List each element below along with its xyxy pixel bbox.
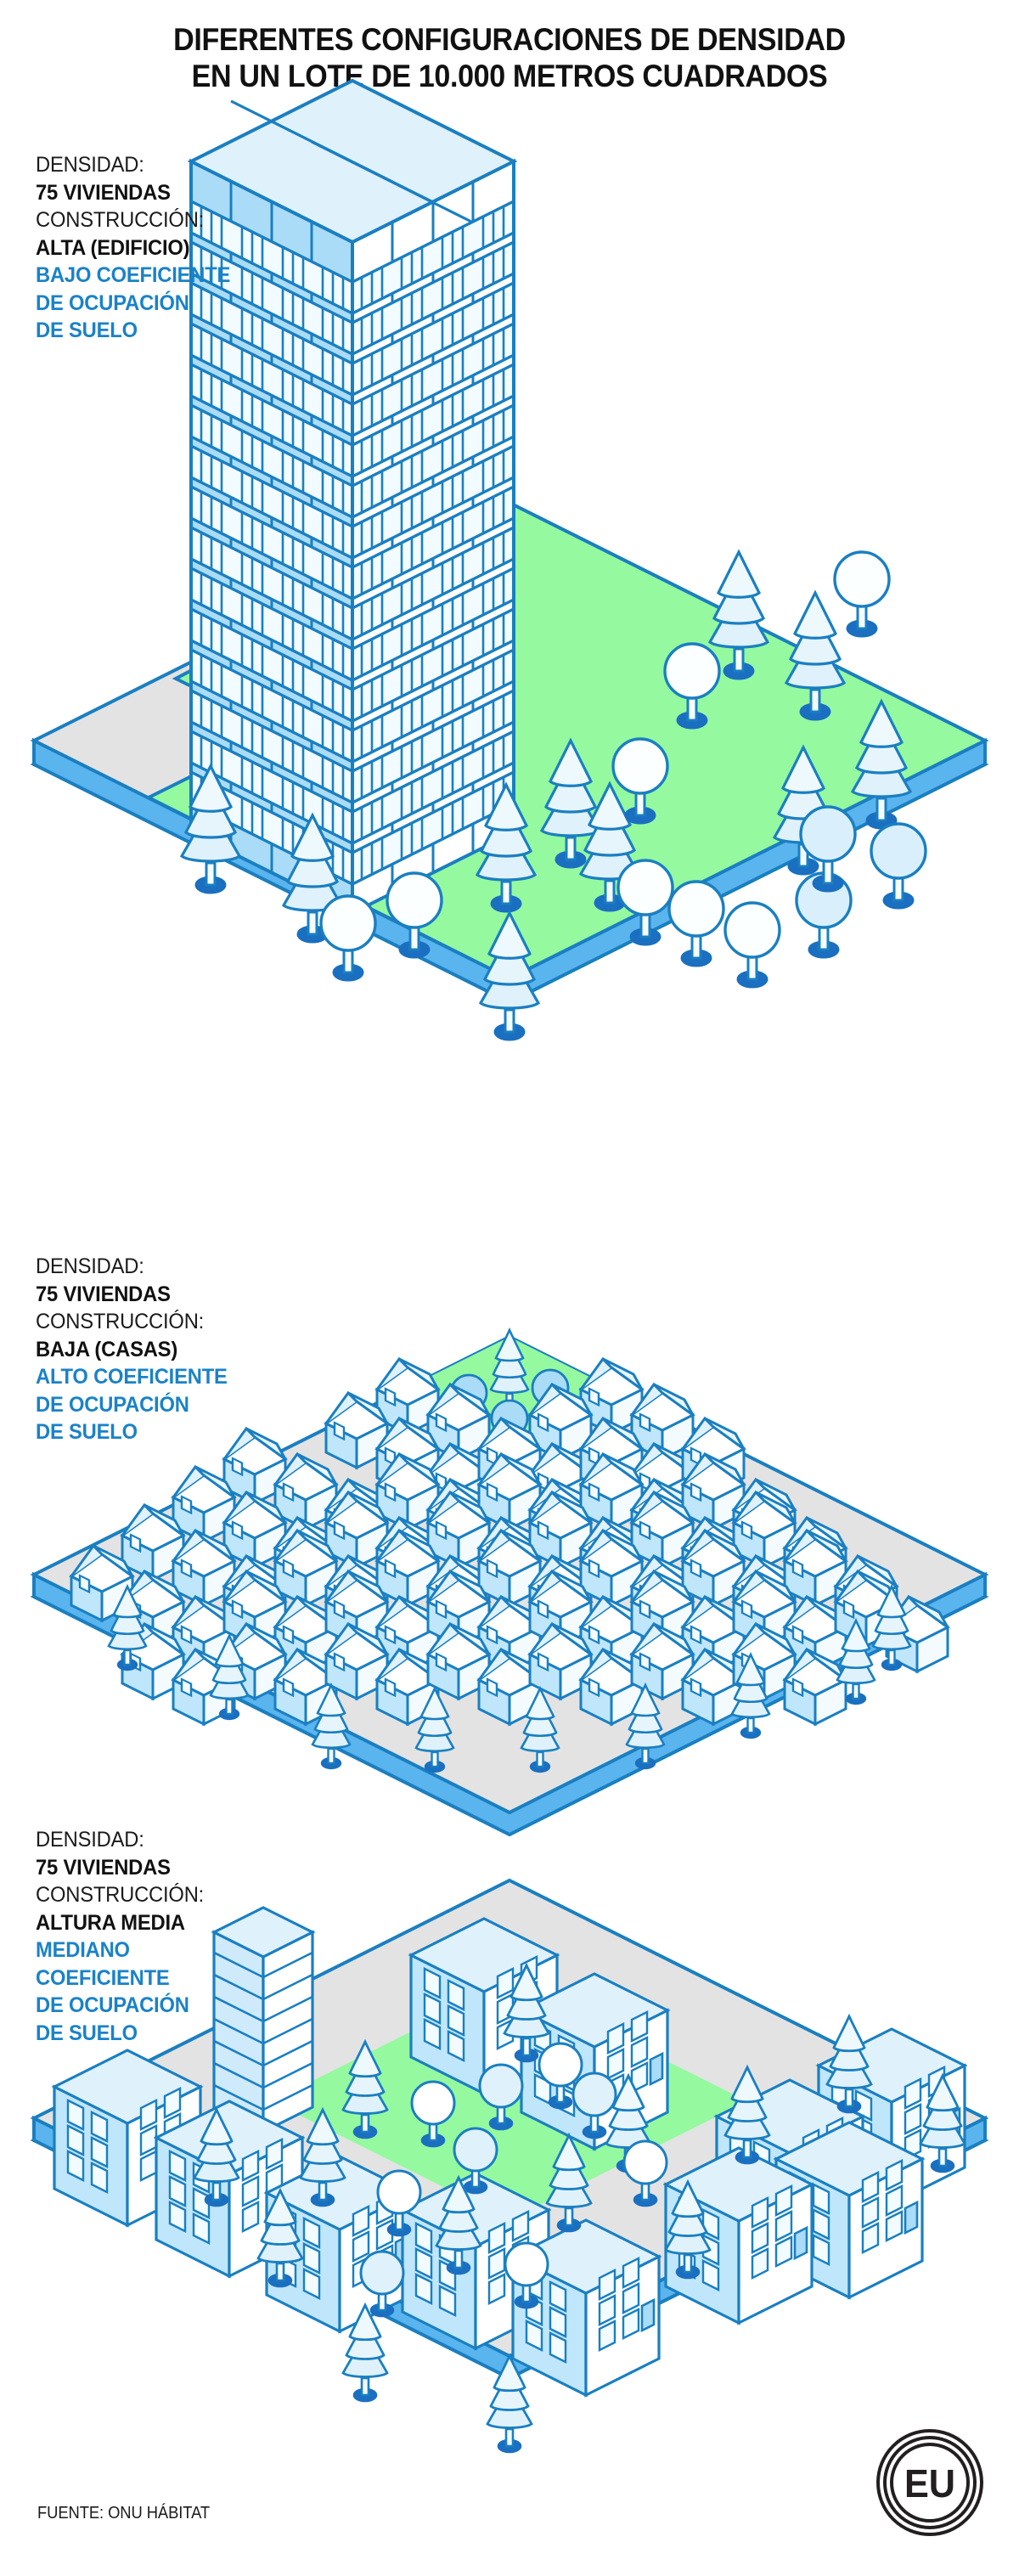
construction-label: CONSTRUCCIÓN: — [36, 208, 205, 232]
coefficient-line-3: DE SUELO — [36, 1420, 138, 1444]
density-label: DENSIDAD: — [36, 1254, 144, 1278]
coefficient-line-1: BAJO COEFICIENTE — [36, 263, 231, 287]
panel-houses: DENSIDAD: 75 VIVIENDAS CONSTRUCCIÓN: BAJ… — [0, 1223, 1019, 1869]
title-line-2: EN UN LOTE DE 10.000 METROS CUADRADOS — [191, 58, 828, 93]
construction-value: ALTA (EDIFICIO) — [36, 235, 190, 260]
source-note: FUENTE: ONU HÁBITAT — [37, 2504, 211, 2522]
panel-midrise: DENSIDAD: 75 VIVIENDAS CONSTRUCCIÓN: ALT… — [0, 1801, 1019, 2489]
page-title: DIFERENTES CONFIGURACIONES DE DENSIDAD E… — [41, 0, 978, 95]
tower-window-mullions — [200, 206, 505, 881]
scene-low-rise-houses — [30, 1328, 989, 1837]
coefficient-line-3: DE OCUPACIÓN — [36, 1993, 189, 2017]
panel-tower-labels: DENSIDAD: 75 VIVIENDAS CONSTRUCCIÓN: ALT… — [36, 151, 230, 345]
coefficient-line-2: DE OCUPACIÓN — [36, 290, 189, 315]
density-label: DENSIDAD: — [36, 1828, 144, 1852]
eu-logo-text: EU — [904, 2463, 955, 2506]
panel-midrise-labels: DENSIDAD: 75 VIVIENDAS CONSTRUCCIÓN: ALT… — [36, 1826, 204, 2047]
construction-label: CONSTRUCCIÓN: — [36, 1310, 205, 1333]
construction-value: ALTURA MEDIA — [36, 1910, 185, 1935]
title-line-1: DIFERENTES CONFIGURACIONES DE DENSIDAD — [173, 22, 846, 57]
coefficient-line-1: ALTO COEFICIENTE — [36, 1365, 228, 1389]
eu-logo: EU — [876, 2429, 983, 2536]
density-label: DENSIDAD: — [36, 153, 144, 177]
construction-value: BAJA (CASAS) — [36, 1337, 178, 1361]
density-value: 75 VIVIENDAS — [36, 180, 171, 205]
density-value: 75 VIVIENDAS — [36, 1855, 171, 1880]
scene-high-rise-tower — [30, 78, 989, 1041]
density-value: 75 VIVIENDAS — [36, 1282, 171, 1306]
coefficient-line-2: COEFICIENTE — [36, 1965, 170, 1990]
panel-tower: DENSIDAD: 75 VIVIENDAS CONSTRUCCIÓN: ALT… — [30, 78, 989, 1041]
coefficient-line-3: DE SUELO — [36, 318, 138, 342]
scene-mid-rise-blocks — [30, 1878, 989, 2454]
coefficient-line-4: DE SUELO — [36, 2021, 138, 2045]
coefficient-line-2: DE OCUPACIÓN — [36, 1392, 189, 1417]
panel-houses-labels: DENSIDAD: 75 VIVIENDAS CONSTRUCCIÓN: BAJ… — [36, 1253, 228, 1446]
coefficient-line-1: MEDIANO — [36, 1938, 130, 1962]
construction-label: CONSTRUCCIÓN: — [36, 1883, 205, 1907]
